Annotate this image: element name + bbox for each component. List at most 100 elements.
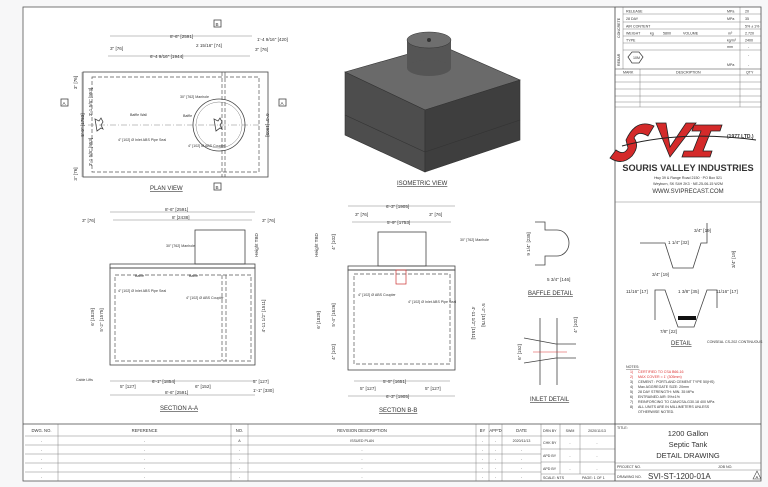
note-number: 4) bbox=[630, 385, 633, 389]
joint-dim-8: 7/8" [22] bbox=[660, 329, 677, 334]
section-marker-a-right[interactable] bbox=[278, 98, 287, 107]
dim-b-right-wall: 3" [76] bbox=[429, 212, 442, 217]
note-text: OTHERWISE NOTED. bbox=[638, 410, 674, 414]
company-name: SOURIS VALLEY INDUSTRIES bbox=[622, 163, 753, 173]
cell-dwg-no: - bbox=[41, 439, 43, 443]
note-b-manhole: 30" [762] Manhole bbox=[460, 238, 489, 242]
cell-by: - bbox=[482, 448, 484, 452]
job-no-label: JOB NO. bbox=[718, 465, 732, 469]
note-manhole: 30" [762] Manhole bbox=[180, 95, 209, 99]
dim-b-left-wall: 3" [76] bbox=[355, 212, 368, 217]
note-number: 1) bbox=[630, 370, 633, 374]
tank-side-face bbox=[424, 79, 521, 173]
inlet-baffle-shape bbox=[94, 117, 104, 132]
dim-b-lid: 4" [102] bbox=[331, 234, 336, 250]
section-marker-b-top[interactable] bbox=[213, 19, 222, 28]
header-reference: REFERENCE bbox=[132, 428, 158, 433]
header-appd: APP'D bbox=[489, 428, 501, 433]
approval-label: DRN BY bbox=[543, 429, 557, 433]
logo-v bbox=[655, 122, 697, 158]
dim-to-baffle: 6'-4 9/16" [1944] bbox=[150, 54, 183, 59]
cell-by: - bbox=[482, 457, 484, 461]
spec-row-unit: kg/m³ bbox=[727, 39, 737, 43]
logo-i bbox=[681, 124, 723, 158]
header-date: DATE bbox=[516, 428, 527, 433]
joint-dim-4: 3/4" [19] bbox=[731, 251, 736, 268]
note-a-baffle-left: Baffle bbox=[135, 274, 144, 278]
revision-row bbox=[25, 454, 541, 463]
section-marker-b-bottom[interactable] bbox=[213, 182, 222, 191]
approval-date: - bbox=[596, 441, 598, 445]
cell-by: - bbox=[482, 475, 484, 479]
cell-reference: - bbox=[144, 448, 146, 452]
dim-a-riser: Height TBD bbox=[254, 232, 259, 256]
dim-b-span: 5'-5" [1651] bbox=[383, 379, 406, 384]
dim-a-left-wall: 3" [76] bbox=[82, 218, 95, 223]
baffle-detail-title: BAFFLE DETAIL bbox=[528, 291, 574, 297]
cell-no: - bbox=[239, 457, 241, 461]
dim-b-height: 6' [1829] bbox=[316, 311, 321, 328]
company-logo: (1977 LTD.) bbox=[609, 122, 757, 162]
title-label: TITLE: bbox=[617, 426, 628, 430]
cell-no: A bbox=[238, 439, 241, 443]
joint-dim-1: 3/4" [19] bbox=[694, 228, 711, 233]
spec-row-value: 5% ± 1% bbox=[745, 25, 760, 29]
dim-b-inlet-height: 5'-2" [1575] bbox=[481, 303, 486, 326]
spec-row-label2: VOLUME bbox=[683, 32, 699, 36]
dim-upper-half: 3'-1 5/8" [953] bbox=[88, 88, 93, 116]
revision-row bbox=[25, 463, 541, 472]
revision-row bbox=[25, 436, 541, 445]
joint-dim-6: 1 3/8" [35] bbox=[678, 289, 699, 294]
baffle-detail-height: 9 1/4" [235] bbox=[526, 232, 531, 255]
spec-row-label: TYPE bbox=[626, 39, 636, 43]
note-b-inlet: 4" [102] Ø Inlet ABS Pipe Seal bbox=[408, 300, 456, 304]
dim-a-left-offset: 5" [127] bbox=[120, 384, 136, 389]
cell-date: - bbox=[521, 448, 523, 452]
cell-reference: - bbox=[144, 466, 146, 470]
dim-a-baffle-thk: 6" [152] bbox=[195, 384, 211, 389]
cell-appd: - bbox=[495, 475, 497, 479]
section-a-title: SECTION A-A bbox=[160, 406, 198, 412]
cell-description: - bbox=[361, 475, 363, 479]
spec-row-label: AIR CONTENT bbox=[626, 25, 651, 29]
spec-row-label: 28 DAY bbox=[626, 17, 639, 21]
joint-detail: 3/4" [19] 1 1/4" [32] 3/4" [19] 3/4" [19… bbox=[626, 223, 763, 347]
manhole-riser-b bbox=[377, 231, 427, 267]
dim-b-overall-top: 6'-3" [1905] bbox=[386, 204, 409, 209]
isometric-view-title: ISOMETRIC VIEW bbox=[397, 181, 448, 187]
section-marker-a-right-label: A bbox=[281, 101, 285, 106]
manhole-circle bbox=[192, 98, 246, 152]
section-marker-a-left-label: A bbox=[63, 101, 67, 106]
note-text: CEMENT : PORTLAND CEMENT TYPE 50(HS) bbox=[638, 380, 714, 384]
section-marker-a-left[interactable] bbox=[60, 98, 69, 107]
manhole-riser-a bbox=[194, 229, 246, 265]
approval-label: APD BY bbox=[543, 454, 557, 458]
dim-overall-length: 8'-6" [2591] bbox=[170, 34, 193, 39]
note-baffle-wall: Baffle Wall bbox=[130, 113, 147, 117]
drawing-number: SVI-ST-1200-01A bbox=[648, 472, 711, 481]
note-inlet: 4" [102] Ø Inlet ABS Pipe Seal bbox=[118, 138, 166, 142]
page-label: PAGE: 1 OF 1 bbox=[582, 476, 605, 480]
rebar-row-value: - bbox=[748, 63, 750, 67]
note-text: REINFORCING TO CAN/CSA-G30.18 400 MPa bbox=[638, 400, 714, 404]
dim-a-inner: 8' [2438] bbox=[172, 215, 189, 220]
group-concrete: CONCRETE bbox=[617, 17, 621, 38]
dim-b-floor: 4" [102] bbox=[331, 344, 336, 360]
note-text: ENTRAINED AIR: 5%±1% bbox=[638, 395, 681, 399]
header-no: NO. bbox=[236, 428, 243, 433]
company-address-2: Weyburn, SK S4H 2K3 · NE-25-06-15 W2M bbox=[653, 182, 723, 186]
note-text: ALL UNITS ARE IN MILLIMETERS UNLESS bbox=[638, 405, 710, 409]
approval-label: APD BY bbox=[543, 467, 557, 471]
group-rebar: REBAR bbox=[617, 53, 621, 66]
company-website-link[interactable]: WWW.SVIPRECAST.COM bbox=[652, 189, 723, 195]
section-marker-b-top-label: B bbox=[216, 22, 219, 27]
rebar-row-unit: MPa bbox=[727, 63, 734, 67]
joint-dim-2: 1 1/4" [32] bbox=[668, 240, 689, 245]
dim-a-overall-bottom: 8'-6" [2591] bbox=[165, 390, 188, 395]
note-number: 2) bbox=[630, 375, 633, 379]
revision-row bbox=[25, 472, 541, 481]
title-line-3: DETAIL DRAWING bbox=[656, 451, 720, 460]
baffle-detail-width: 5 3/4" [146] bbox=[547, 277, 570, 282]
